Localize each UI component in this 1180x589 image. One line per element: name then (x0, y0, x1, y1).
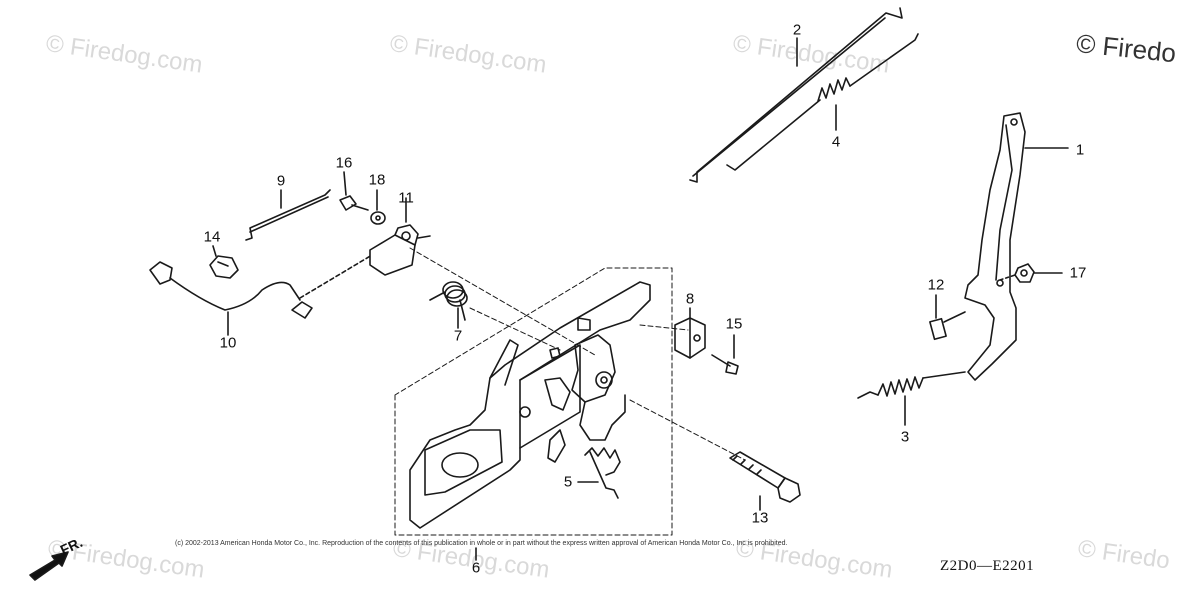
part-label-15[interactable]: 15 (725, 315, 743, 333)
part-label-2[interactable]: 2 (792, 21, 802, 39)
governor-rod-part (689, 7, 903, 183)
part-label-10[interactable]: 10 (219, 334, 237, 352)
part-label-4[interactable]: 4 (831, 133, 841, 151)
part-label-18[interactable]: 18 (368, 171, 386, 189)
part-label-16[interactable]: 16 (335, 154, 353, 172)
front-direction-arrow (29, 551, 69, 581)
part-label-11[interactable]: 11 (398, 189, 414, 207)
part-label-7[interactable]: 7 (453, 327, 463, 345)
screw-15-part (711, 334, 739, 375)
bolt-13-part (729, 451, 801, 511)
part-label-13[interactable]: 13 (751, 509, 769, 527)
part-label-6[interactable]: 6 (471, 559, 481, 577)
part-label-1[interactable]: 1 (1075, 141, 1085, 159)
spring-5-part (577, 447, 621, 499)
nut-17-part (999, 263, 1063, 283)
diagram-code: Z2D0—E2201 (940, 558, 1035, 574)
copyright-notice: (c) 2002-2013 American Honda Motor Co., … (175, 540, 788, 547)
washer-18-part (370, 189, 386, 225)
governor-spring-part (726, 33, 919, 171)
control-base-part (409, 281, 651, 561)
torsion-spring-7-part (429, 281, 468, 329)
part-label-5[interactable]: 5 (563, 473, 573, 491)
bolt-16-part (339, 171, 369, 211)
part-label-3[interactable]: 3 (900, 428, 910, 446)
clip-14-part (209, 245, 239, 279)
control-base-outline (394, 247, 746, 536)
part-label-8[interactable]: 8 (685, 290, 695, 308)
part-label-14[interactable]: 14 (203, 228, 221, 246)
part-label-17[interactable]: 17 (1069, 264, 1087, 282)
governor-arm-part (964, 112, 1069, 381)
bolt-12-part (929, 294, 966, 341)
part-label-9[interactable]: 9 (276, 172, 286, 190)
block-8-part (674, 307, 706, 359)
choke-rod-part (245, 189, 331, 241)
part-label-12[interactable]: 12 (927, 276, 945, 294)
return-spring-part (857, 371, 966, 426)
cable-10-part (149, 254, 373, 336)
switch-11-part (369, 197, 431, 276)
